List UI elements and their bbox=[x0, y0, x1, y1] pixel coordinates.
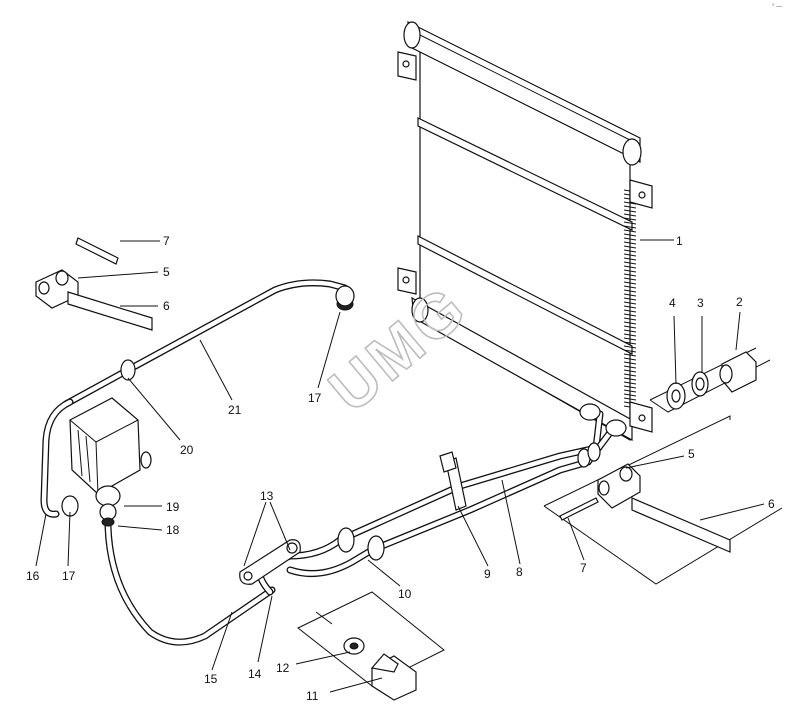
clamp-set-right bbox=[543, 415, 783, 585]
callout-5-right: 5 bbox=[688, 447, 695, 461]
callout-4: 4 bbox=[669, 296, 676, 310]
callout-3: 3 bbox=[697, 296, 704, 310]
callout-15: 15 bbox=[204, 672, 218, 686]
callout-17-top: 17 bbox=[308, 391, 322, 405]
callout-13: 13 bbox=[260, 489, 274, 503]
clamp-set-left bbox=[35, 237, 153, 331]
callout-11: 11 bbox=[306, 689, 319, 703]
callout-labels: 1 2 3 4 5 5 6 6 7 7 8 9 10 11 12 13 14 1… bbox=[26, 234, 775, 703]
hose-fittings bbox=[337, 403, 627, 561]
callout-2: 2 bbox=[736, 295, 743, 309]
callout-leaders bbox=[35, 239, 765, 693]
callout-6-left: 6 bbox=[163, 299, 170, 313]
callout-1: 1 bbox=[676, 234, 683, 248]
callout-14: 14 bbox=[248, 667, 262, 681]
callout-16: 16 bbox=[26, 569, 40, 583]
callout-21: 21 bbox=[228, 403, 242, 417]
callout-20: 20 bbox=[180, 443, 194, 457]
pipe-clamp bbox=[439, 451, 467, 511]
callout-5-left: 5 bbox=[163, 265, 170, 279]
callout-10: 10 bbox=[398, 587, 412, 601]
callout-6-right: 6 bbox=[768, 497, 775, 511]
callout-17-bottom: 17 bbox=[62, 569, 76, 583]
callout-9: 9 bbox=[484, 567, 491, 581]
callout-18: 18 bbox=[166, 523, 180, 537]
plug-set bbox=[649, 347, 771, 413]
oil-cooler-radiator bbox=[397, 20, 653, 442]
callout-7-right: 7 bbox=[580, 561, 587, 575]
valve-block bbox=[61, 397, 152, 527]
callout-7-left: 7 bbox=[163, 234, 170, 248]
corner-mark: ° — bbox=[772, 4, 782, 10]
callout-12: 12 bbox=[276, 661, 290, 675]
pipe-flange bbox=[239, 539, 301, 585]
callout-8: 8 bbox=[516, 565, 523, 579]
grommets bbox=[120, 285, 355, 381]
bolt-set bbox=[297, 591, 445, 701]
callout-19: 19 bbox=[166, 500, 180, 514]
